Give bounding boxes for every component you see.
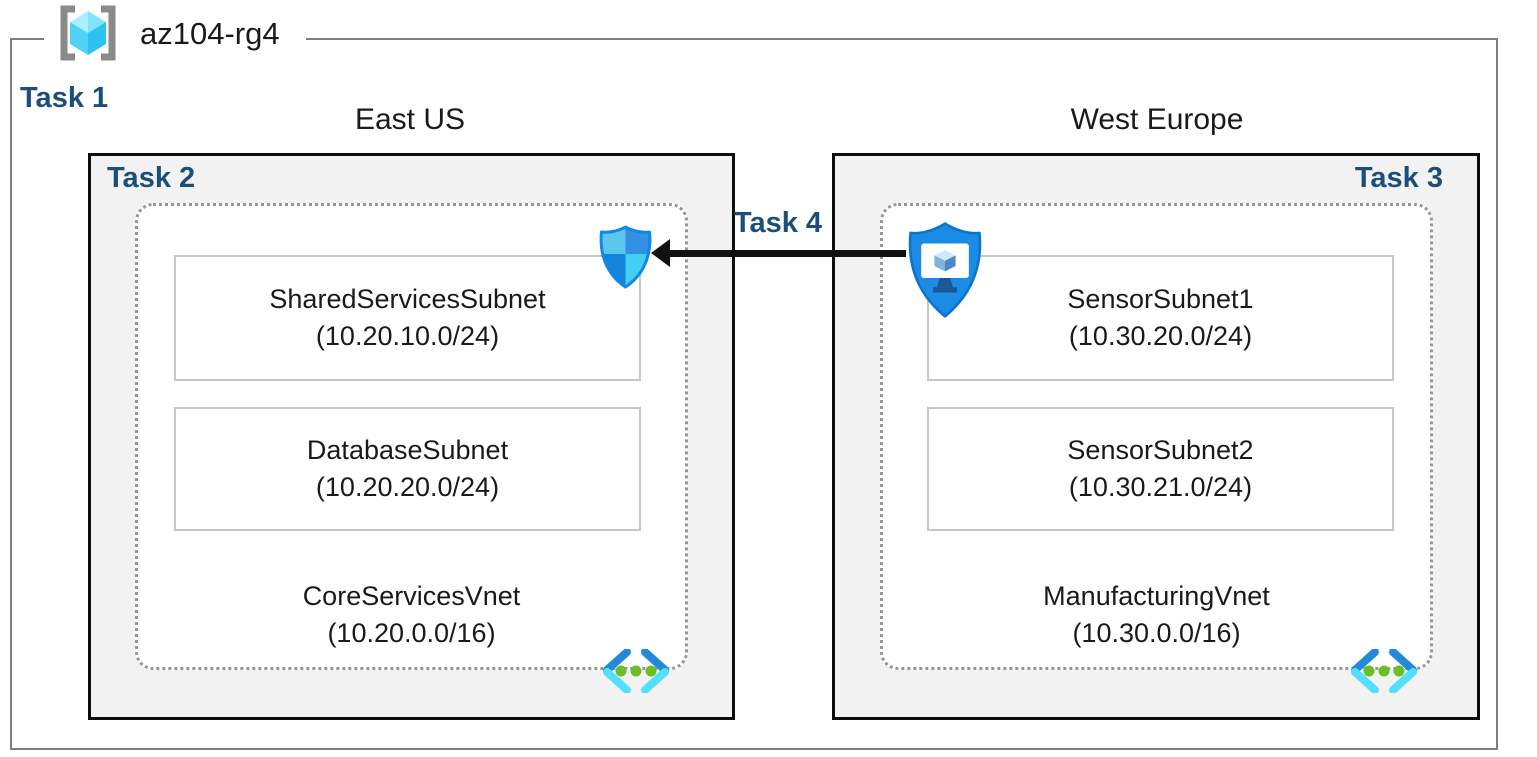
virtual-network-icon — [603, 649, 669, 693]
vnet-name: CoreServicesVnet — [302, 581, 521, 611]
shared-services-subnet-box: SharedServicesSubnet (10.20.10.0/24) — [174, 255, 641, 381]
vnet-name: ManufacturingVnet — [1043, 581, 1270, 611]
task3-label: Task 3 — [1354, 162, 1443, 194]
task4-label: Task 4 — [733, 207, 823, 239]
core-services-vnet-label: CoreServicesVnet (10.20.0.0/16) — [138, 578, 685, 652]
vnet-cidr: (10.20.0.0/16) — [327, 618, 496, 648]
subnet-name: DatabaseSubnet — [306, 435, 509, 465]
subnet-name: SharedServicesSubnet — [269, 284, 546, 314]
resource-group-name: az104-rg4 — [140, 16, 280, 51]
subnet-cidr: (10.30.20.0/24) — [1068, 321, 1253, 351]
subnet-cidr: (10.20.20.0/24) — [315, 472, 500, 502]
network-security-group-icon — [599, 225, 652, 289]
resource-group-frame — [10, 38, 1498, 750]
subnet-cidr: (10.30.21.0/24) — [1068, 472, 1253, 502]
virtual-network-icon — [1351, 649, 1417, 693]
region-title-east-us: East US — [354, 103, 466, 136]
vnet-cidr: (10.30.0.0/16) — [1072, 618, 1241, 648]
database-subnet-box: DatabaseSubnet (10.20.20.0/24) — [174, 407, 641, 531]
task2-label: Task 2 — [107, 162, 196, 194]
region-title-west-europe: West Europe — [1070, 103, 1244, 136]
task1-label: Task 1 — [20, 82, 109, 114]
task4-arrow-head — [651, 239, 670, 267]
subnet-name: SensorSubnet1 — [1067, 284, 1254, 314]
subnet-cidr: (10.20.10.0/24) — [315, 321, 500, 351]
manufacturing-vnet-label: ManufacturingVnet (10.30.0.0/16) — [883, 578, 1430, 652]
vm-security-shield-icon — [908, 222, 982, 318]
task4-arrow-line — [668, 250, 906, 257]
core-services-vnet-box: SharedServicesSubnet (10.20.10.0/24) Dat… — [135, 203, 688, 670]
subnet-name: SensorSubnet2 — [1067, 435, 1254, 465]
resource-group-icon — [60, 5, 116, 61]
sensor-subnet1-box: SensorSubnet1 (10.30.20.0/24) — [927, 255, 1394, 381]
sensor-subnet2-box: SensorSubnet2 (10.30.21.0/24) — [927, 407, 1394, 531]
